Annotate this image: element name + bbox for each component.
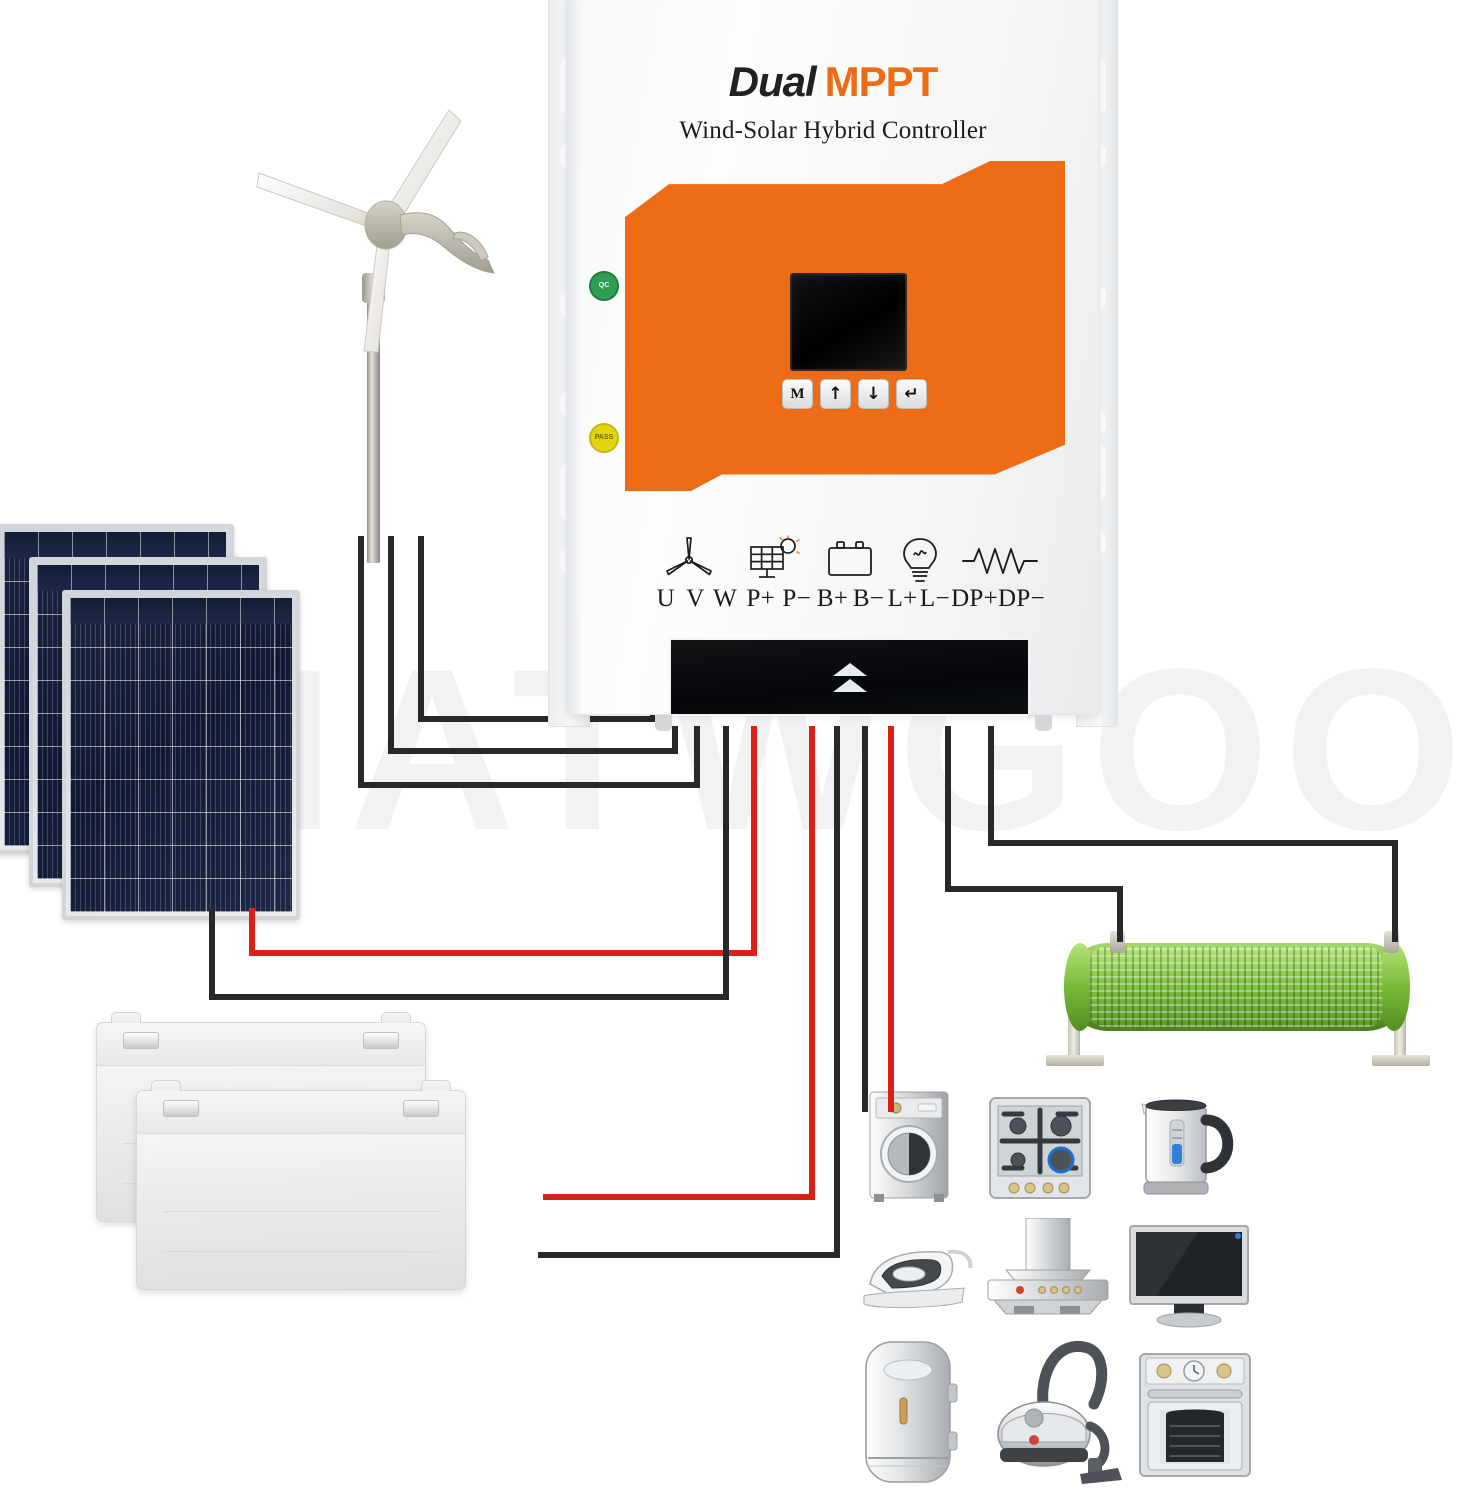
pass-sticker: PASS — [589, 423, 619, 453]
wire-battery-negative-run — [538, 1252, 840, 1258]
wire-battery-negative-riser — [834, 726, 840, 1256]
wire-solar-positive-up — [249, 908, 255, 956]
down-button[interactable]: ↓ — [858, 379, 889, 409]
television-icon — [1128, 1224, 1249, 1350]
wire-solar-positive-riser — [751, 726, 757, 954]
dump-load-resistor — [1042, 925, 1432, 1075]
resistor-cap-right — [1378, 943, 1410, 1031]
chassis-left-edge — [567, 0, 581, 714]
terminal-label-b-plus: B+ — [816, 585, 849, 612]
terminal-label-p-plus: P+ — [746, 585, 776, 612]
wire-battery-positive-run — [543, 1194, 815, 1200]
terminal-icon-row — [645, 533, 1045, 585]
resistor-icon — [962, 548, 1038, 574]
solar-panel-icon — [750, 535, 800, 578]
vacuum-cleaner-icon — [982, 1330, 1122, 1484]
resistor-foot-right — [1372, 1055, 1430, 1066]
battery-icon — [828, 541, 872, 576]
wind-turbine — [250, 105, 550, 563]
wire-turbine-v-riser — [672, 726, 678, 752]
wire-load-negative-drop — [862, 726, 868, 1112]
gas-cooktop-icon — [982, 1090, 1098, 1216]
keypad: M ↑ ↓ ↵ — [782, 379, 927, 409]
wire-dump-b-run — [988, 840, 1398, 846]
wire-turbine-u-vertical — [358, 536, 364, 782]
wire-dump-b-to-lug — [1392, 840, 1398, 942]
wire-turbine-v-vertical — [388, 536, 394, 748]
terminal-label-p-minus: P− — [782, 585, 811, 612]
battery-1 — [136, 1080, 466, 1290]
terminal-legend: U V W P+ P− B+ B− L+ L− DP+ DP− — [645, 533, 1045, 633]
terminal-label-row: U V W P+ P− B+ B− L+ L− DP+ DP− — [645, 585, 1045, 613]
menu-button[interactable]: M — [782, 379, 813, 409]
terminal-label-w: W — [713, 585, 737, 612]
double-chevron-logo — [832, 662, 867, 692]
wire-dump-a-to-lug — [1117, 886, 1123, 942]
lightbulb-load-icon — [903, 538, 937, 582]
terminal-label-v: V — [686, 585, 705, 612]
electric-kettle-icon — [1120, 1086, 1236, 1212]
brand-secondary-text: MPPT — [824, 58, 939, 105]
water-heater-icon — [856, 1336, 972, 1483]
resistor-winding — [1090, 947, 1382, 1027]
wire-solar-negative-riser — [723, 726, 729, 998]
wind-turbine-icon — [666, 537, 712, 576]
wire-turbine-u-riser — [694, 726, 700, 786]
ac-load-appliances — [852, 1082, 1282, 1502]
wire-turbine-w-vertical — [418, 536, 424, 716]
terminal-label-dp-plus: DP+ — [951, 585, 999, 612]
terminal-label-l-plus: L+ — [887, 585, 918, 612]
terminal-label-b-minus: B− — [852, 585, 885, 612]
wire-turbine-u-horizontal — [358, 782, 700, 788]
terminal-cover — [669, 638, 1030, 716]
up-button[interactable]: ↑ — [820, 379, 851, 409]
terminal-label-dp-minus: DP− — [998, 585, 1046, 612]
clothes-iron-icon — [852, 1232, 973, 1358]
battery-bank — [96, 1012, 516, 1342]
solar-panel-1 — [62, 590, 300, 920]
lcd-screen[interactable] — [790, 273, 907, 371]
wire-dump-a-drop — [945, 726, 951, 892]
wire-dump-a-run — [945, 886, 1123, 892]
oven-icon — [1136, 1350, 1252, 1477]
wire-solar-positive-run — [249, 950, 757, 956]
wire-load-positive-drop — [888, 726, 894, 1112]
qc-sticker: QC — [589, 271, 619, 301]
range-hood-icon — [986, 1217, 1109, 1344]
wire-turbine-v-horizontal — [388, 748, 678, 754]
terminal-label-l-minus: L− — [919, 585, 950, 612]
controller-subtitle: Wind-Solar Hybrid Controller — [679, 117, 987, 144]
washing-machine-icon — [852, 1082, 968, 1208]
cable-gland-right — [1035, 715, 1052, 731]
wire-solar-negative-up — [209, 908, 215, 1000]
solar-panel-array — [0, 524, 348, 924]
enter-button[interactable]: ↵ — [896, 379, 927, 409]
wire-turbine-w-horizontal — [418, 716, 656, 722]
turbine-mast — [367, 283, 380, 563]
brand-primary-text: Dual — [728, 58, 817, 105]
resistor-foot-left — [1046, 1055, 1104, 1066]
terminal-label-u: U — [656, 585, 675, 612]
wire-dump-b-drop — [988, 726, 994, 846]
wire-solar-negative-run — [209, 994, 729, 1000]
wire-battery-positive-riser — [809, 726, 815, 1198]
cable-gland-left — [655, 715, 672, 731]
